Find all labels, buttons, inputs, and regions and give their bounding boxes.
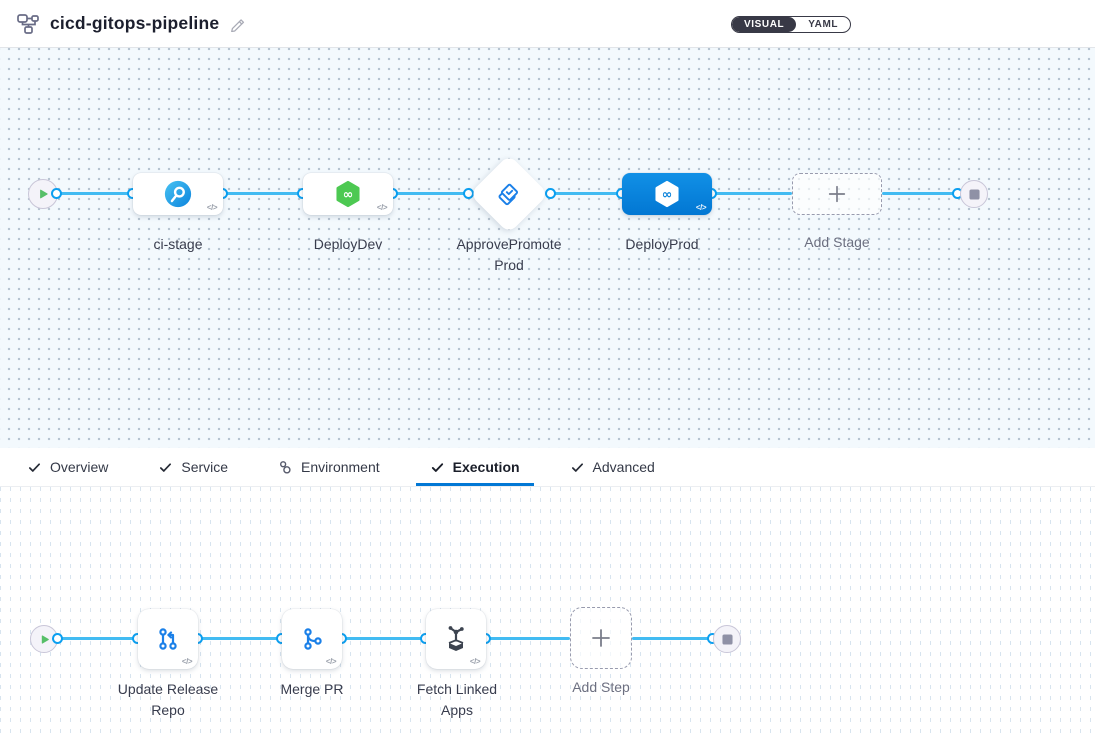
- connector-line: [486, 637, 570, 640]
- environment-progress-icon: [278, 460, 293, 475]
- code-badge: </>: [695, 203, 707, 212]
- connector-port: [52, 633, 63, 644]
- play-icon: [38, 633, 51, 646]
- stop-icon: [721, 633, 733, 645]
- pencil-icon: [229, 15, 246, 32]
- update-release-repo-icon: [152, 623, 184, 655]
- fetch-linked-apps-icon: [440, 623, 472, 655]
- stage-config-tabs: Overview Service Environment Execution A…: [0, 448, 1095, 487]
- svg-text:∞: ∞: [662, 186, 673, 201]
- stage-label: ApprovePromoteProd: [456, 236, 562, 273]
- tab-overview[interactable]: Overview: [13, 448, 122, 486]
- check-icon: [570, 460, 585, 475]
- connector-line: [551, 192, 622, 195]
- yaml-toggle-button[interactable]: YAML: [796, 17, 850, 32]
- tab-environment[interactable]: Environment: [264, 448, 394, 486]
- stage-label: DeployDev: [313, 236, 383, 252]
- check-icon: [158, 460, 173, 475]
- step-node-merge-pr[interactable]: </>: [282, 609, 342, 669]
- code-badge: </>: [376, 203, 388, 212]
- visual-toggle-button[interactable]: VISUAL: [732, 17, 797, 32]
- tab-advanced[interactable]: Advanced: [556, 448, 669, 486]
- tab-service[interactable]: Service: [144, 448, 242, 486]
- connector-line: [58, 637, 138, 640]
- connector-line: [393, 192, 469, 195]
- stop-icon: [968, 188, 980, 200]
- step-node-fetch-linked-apps[interactable]: </>: [426, 609, 486, 669]
- ci-build-icon: [163, 179, 193, 209]
- pipeline-header: cicd-gitops-pipeline VISUAL YAML: [0, 0, 1095, 48]
- add-stage-label: Add Stage: [804, 234, 870, 250]
- cd-deploy-icon: ∞: [333, 179, 363, 209]
- code-badge: </>: [469, 657, 481, 666]
- merge-pr-icon: [296, 623, 328, 655]
- add-stage-button[interactable]: [792, 173, 882, 215]
- add-step-button[interactable]: [570, 607, 632, 669]
- stage-label: DeployProd: [625, 236, 699, 252]
- stage-graph-canvas[interactable]: </> ∞ </> ∞ </>: [0, 48, 1095, 448]
- execution-graph-canvas[interactable]: </> </>: [0, 487, 1095, 740]
- connector-port: [51, 188, 62, 199]
- stage-label: ci-stage: [153, 236, 203, 252]
- check-icon: [430, 460, 445, 475]
- stage-node-deploydev[interactable]: ∞ </>: [303, 173, 393, 215]
- stage-node-approval[interactable]: [469, 154, 549, 234]
- svg-text:∞: ∞: [343, 186, 354, 201]
- execution-end-node: [713, 625, 741, 653]
- step-label: Update Release Repo: [117, 681, 219, 718]
- pipeline-end-node: [960, 180, 988, 208]
- pipeline-icon: [16, 12, 40, 36]
- plus-icon: [826, 183, 848, 205]
- step-node-update-release-repo[interactable]: </>: [138, 609, 198, 669]
- play-icon: [36, 187, 50, 201]
- visual-yaml-toggle: VISUAL YAML: [731, 16, 852, 33]
- approval-icon: [496, 181, 523, 208]
- connector-line: [198, 637, 282, 640]
- page-title: cicd-gitops-pipeline: [50, 13, 220, 33]
- connector-line: [223, 192, 303, 195]
- stage-node-ci-stage[interactable]: </>: [133, 173, 223, 215]
- add-step-label: Add Step: [572, 679, 630, 695]
- code-badge: </>: [325, 657, 337, 666]
- code-badge: </>: [181, 657, 193, 666]
- code-badge: </>: [206, 203, 218, 212]
- connector-line: [342, 637, 426, 640]
- connector-line: [57, 192, 133, 195]
- cd-deploy-icon: ∞: [652, 179, 682, 209]
- edit-pipeline-name-button[interactable]: [229, 15, 246, 32]
- tab-execution[interactable]: Execution: [415, 448, 534, 486]
- connector-line: [712, 192, 792, 195]
- connector-line: [632, 637, 713, 640]
- connector-line: [882, 192, 958, 195]
- step-label: Merge PR: [280, 681, 344, 697]
- check-icon: [27, 460, 42, 475]
- step-label: Fetch Linked Apps: [416, 681, 498, 718]
- plus-icon: [589, 626, 613, 650]
- connector-port: [545, 188, 556, 199]
- stage-node-deployprod[interactable]: ∞ </>: [622, 173, 712, 215]
